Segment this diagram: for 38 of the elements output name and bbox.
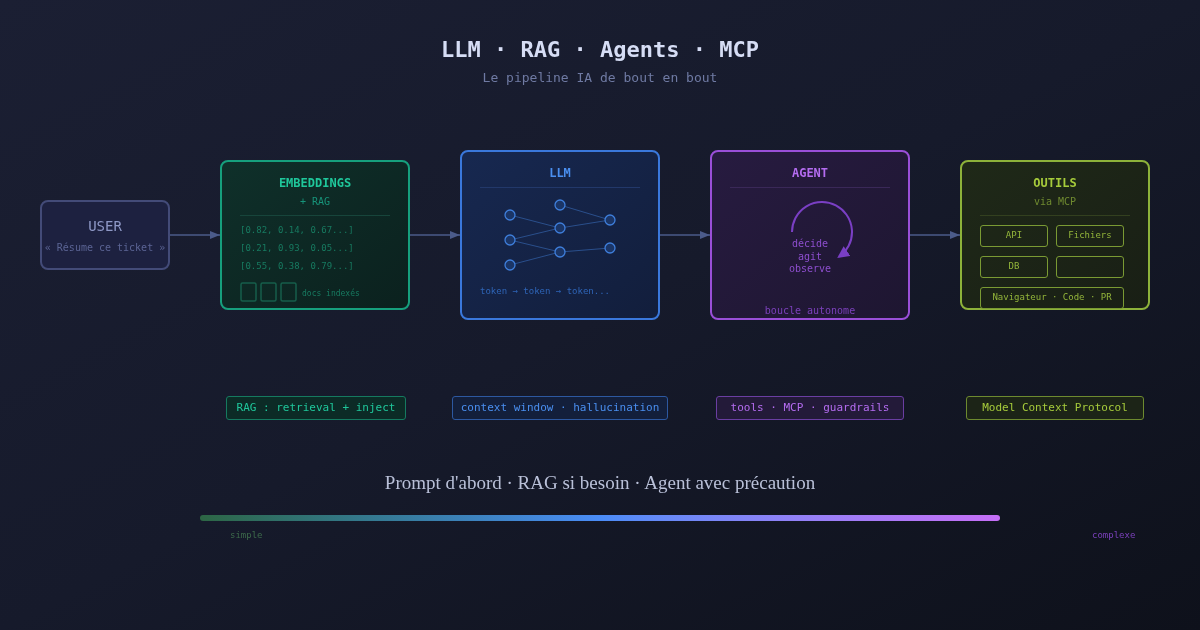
tag-label: tools · MCP · guardrails [716,396,904,420]
tool-tag: DB [980,256,1048,278]
vector-values: [0.21, 0.93, 0.05...] [240,243,354,255]
box-title: LLM [549,166,571,181]
arrow [409,231,461,239]
arrow [169,231,221,239]
agent-box [710,150,910,320]
caption-text: docs indexés [302,289,360,299]
llm-box [460,150,660,320]
box-subtitle: + RAG [299,196,331,209]
embeddings-box [220,160,410,310]
vector-values: [0.55, 0.38, 0.79...] [240,261,354,273]
tool-tag: Navigateur · Code · PR [980,287,1124,309]
scale-label: simple [230,530,263,542]
box-title: AGENT [791,166,829,181]
token-sequence-text: token → token → token... [480,286,611,298]
loop-steps-text: décide agit observe [788,238,832,276]
user-box [40,200,170,270]
tool-tag: API [980,225,1048,247]
tag-label: RAG : retrieval + inject [226,396,406,420]
arrow [659,231,711,239]
caption-text: boucle autonome [764,305,856,318]
tag-label: Model Context Protocol [966,396,1144,420]
vector-values: [0.82, 0.14, 0.67...] [240,225,354,237]
arrow [909,231,961,239]
tool-tag: Fichiers [1056,225,1124,247]
box-title: EMBEDDINGS [278,176,352,191]
empty-tag [1056,256,1124,278]
tag-label: context window · hallucination [452,396,668,420]
quote-text: « Résume ce ticket » [44,242,166,255]
box-subtitle: via MCP [1033,196,1077,209]
tools-box [960,160,1150,310]
scale-label: complexe [1092,530,1136,542]
subtitle: Le pipeline IA de bout en bout [482,70,718,87]
tagline: Prompt d'abord · RAG si besoin · Agent avec précaution [384,471,816,495]
box-title: OUTILS [1033,176,1077,191]
title: LLM · RAG · Agents · MCP [441,36,759,64]
box-title: USER [88,218,122,236]
